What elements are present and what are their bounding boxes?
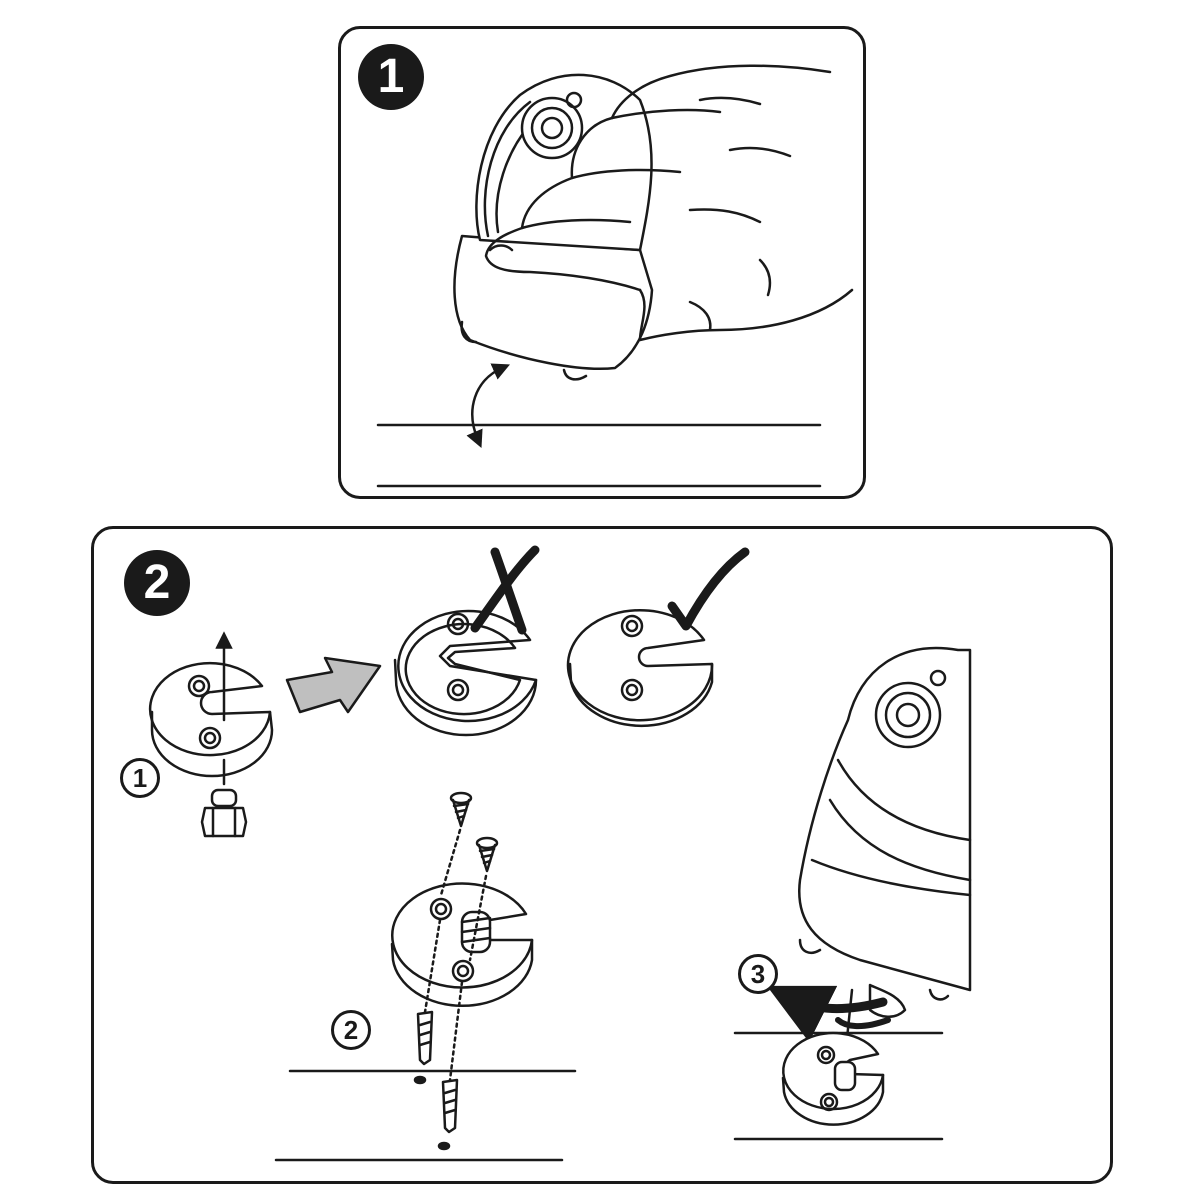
step-2-badge: 2	[124, 550, 190, 616]
substep-1-badge: 1	[120, 758, 160, 798]
bracket-with-bolt	[148, 631, 274, 838]
substep-2-badge: 2	[331, 1010, 371, 1050]
bracket-screw-mounting	[274, 791, 577, 1162]
check-mark-icon	[667, 547, 750, 631]
cross-mark-icon	[470, 545, 540, 635]
wrong-orientation-bracket	[393, 609, 538, 737]
camera-tilt-illustration	[376, 64, 854, 488]
tilt-arrow	[466, 363, 510, 449]
arrow-right-icon	[285, 656, 382, 714]
step-1-badge: 1	[358, 44, 424, 110]
camera-rotate-onto-bracket	[733, 646, 972, 1141]
correct-orientation-bracket	[566, 608, 714, 728]
camera-base	[453, 234, 654, 370]
substep-3-badge: 3	[738, 954, 778, 994]
hand-outline	[610, 64, 832, 120]
